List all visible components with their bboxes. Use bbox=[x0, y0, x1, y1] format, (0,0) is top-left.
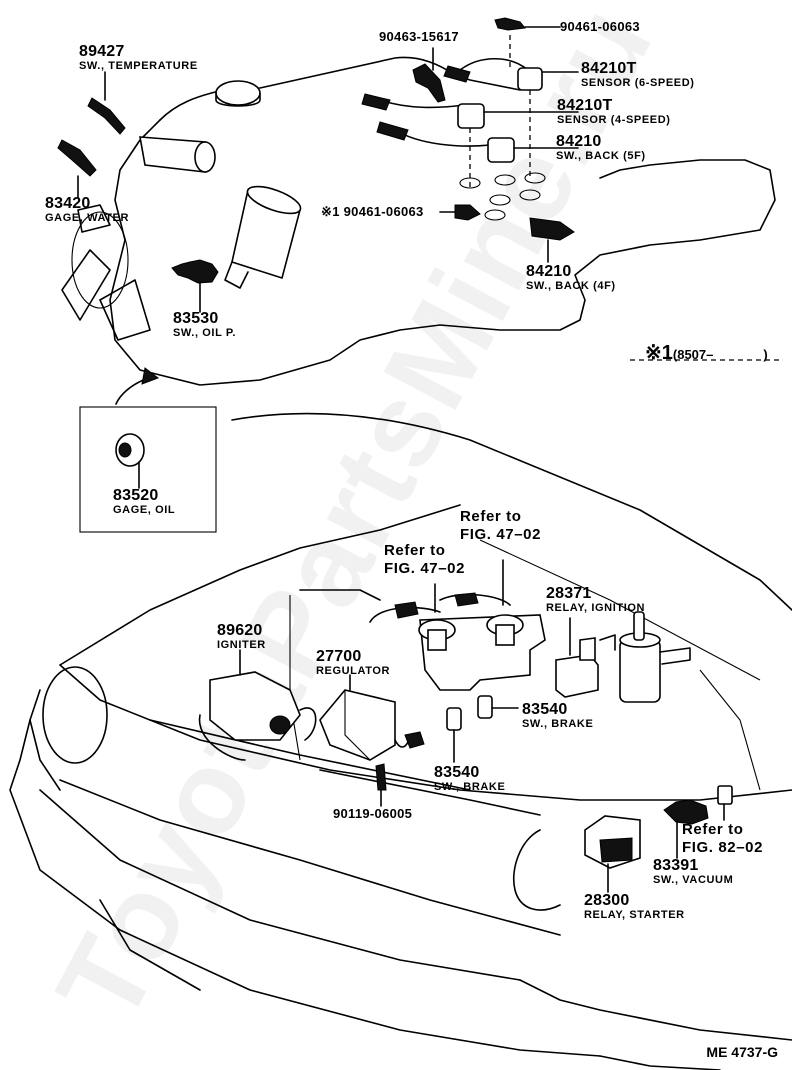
igniter-89620 bbox=[198, 649, 317, 761]
part-name: SENSOR (4-SPEED) bbox=[557, 114, 671, 126]
callout-back-switch-5f: 84210 SW., BACK (5F) bbox=[556, 134, 646, 162]
reference-line2: FIG. 82–02 bbox=[682, 839, 764, 856]
part-name: SW., OIL P. bbox=[173, 327, 237, 339]
part-name: SW., VACUUM bbox=[653, 874, 734, 886]
part-name: RELAY, STARTER bbox=[584, 909, 685, 921]
transmission-sensors bbox=[361, 17, 579, 263]
ignition-coil bbox=[599, 611, 691, 703]
reference-line1: Refer to bbox=[682, 821, 744, 838]
callout-oil-pressure-switch: 83530 SW., OIL P. bbox=[173, 311, 236, 339]
part-name: SW., BACK (4F) bbox=[526, 280, 616, 292]
part-number: 89427 bbox=[79, 43, 125, 60]
footnote-production-range: ※1(8507–) bbox=[645, 340, 768, 365]
part-number: 84210T bbox=[581, 60, 637, 77]
part-name: SW., BRAKE bbox=[434, 781, 506, 793]
callout-starter-relay: 28300 RELAY, STARTER bbox=[584, 893, 685, 921]
water-gage-83420 bbox=[57, 139, 97, 199]
reference-fig-47-02-lower[interactable]: Refer to FIG. 47–02 bbox=[384, 542, 465, 578]
callout-vacuum-switch: 83391 SW., VACUUM bbox=[653, 858, 733, 886]
part-number: 27700 bbox=[316, 648, 362, 665]
brake-switches-83540 bbox=[446, 695, 519, 763]
part-number: 83540 bbox=[522, 701, 568, 718]
part-number: 83540 bbox=[434, 764, 480, 781]
part-name: SW., BACK (5F) bbox=[556, 150, 646, 162]
callout-90463-15617: 90463-15617 bbox=[379, 29, 459, 44]
ignition-relay-28371 bbox=[555, 617, 599, 698]
starter-relay-28300 bbox=[584, 815, 641, 893]
callout-oil-gage: 83520 GAGE, OIL bbox=[113, 488, 175, 516]
part-number: 28300 bbox=[584, 892, 630, 909]
oil-gage-detail-box bbox=[79, 406, 217, 533]
part-number: 84210T bbox=[557, 97, 613, 114]
part-number: 83520 bbox=[113, 487, 159, 504]
part-name: REGULATOR bbox=[316, 665, 391, 677]
part-number: 83391 bbox=[653, 857, 699, 874]
temperature-switch-89427 bbox=[87, 71, 126, 135]
part-name: RELAY, IGNITION bbox=[546, 602, 646, 614]
part-name: SW., BRAKE bbox=[522, 718, 594, 730]
callout-back-switch-4f: 84210 SW., BACK (4F) bbox=[526, 264, 616, 292]
callout-sensor-4-speed: 84210T SENSOR (4-SPEED) bbox=[557, 98, 671, 126]
reference-line2: FIG. 47–02 bbox=[460, 526, 542, 543]
part-number: 84210 bbox=[526, 263, 572, 280]
callout-brake-switch-right: 83540 SW., BRAKE bbox=[522, 702, 593, 730]
part-number: 83530 bbox=[173, 310, 219, 327]
part-name: SW., TEMPERATURE bbox=[79, 60, 198, 72]
callout-brake-switch-left: 83540 SW., BRAKE bbox=[434, 765, 505, 793]
oil-pressure-switch-83530 bbox=[171, 259, 219, 313]
callout-ignition-relay: 28371 RELAY, IGNITION bbox=[546, 586, 645, 614]
footnote-marker: ※1 bbox=[645, 342, 673, 364]
oil-gage-83520 bbox=[115, 433, 145, 489]
part-name: SENSOR (6-SPEED) bbox=[581, 77, 695, 89]
footnote-range-end: ) bbox=[763, 347, 768, 362]
part-number: 89620 bbox=[217, 622, 263, 639]
reference-fig-82-02[interactable]: Refer to FIG. 82–02 bbox=[682, 821, 763, 857]
callout-90119-06005: 90119-06005 bbox=[333, 806, 413, 821]
reference-line1: Refer to bbox=[460, 508, 522, 525]
callout-temperature-switch: 89427 SW., TEMPERATURE bbox=[79, 44, 198, 72]
part-number: 84210 bbox=[556, 133, 602, 150]
part-number: 83420 bbox=[45, 195, 91, 212]
reference-fig-47-02-upper[interactable]: Refer to FIG. 47–02 bbox=[460, 508, 541, 544]
part-number: 28371 bbox=[546, 585, 592, 602]
part-name: GAGE, WATER bbox=[45, 212, 130, 224]
callout-igniter: 89620 IGNITER bbox=[217, 623, 266, 651]
part-name: GAGE, OIL bbox=[113, 504, 176, 516]
callout-90461-06063-marked: ※1 90461-06063 bbox=[321, 204, 424, 219]
callout-water-gage: 83420 GAGE, WATER bbox=[45, 196, 129, 224]
regulator-27700 bbox=[319, 674, 425, 807]
footnote-range-start: (8507– bbox=[672, 347, 714, 362]
car-body bbox=[9, 412, 792, 1070]
vacuum-switch-83391 bbox=[663, 785, 733, 859]
callout-sensor-6-speed: 84210T SENSOR (6-SPEED) bbox=[581, 61, 695, 89]
reference-line2: FIG. 47–02 bbox=[384, 560, 466, 577]
callout-90461-06063: 90461-06063 bbox=[560, 19, 640, 34]
part-name: IGNITER bbox=[217, 639, 266, 651]
callout-regulator: 27700 REGULATOR bbox=[316, 649, 390, 677]
figure-id: ME 4737-G bbox=[706, 1044, 778, 1060]
master-cylinder-assembly bbox=[369, 559, 546, 691]
reference-line1: Refer to bbox=[384, 542, 446, 559]
